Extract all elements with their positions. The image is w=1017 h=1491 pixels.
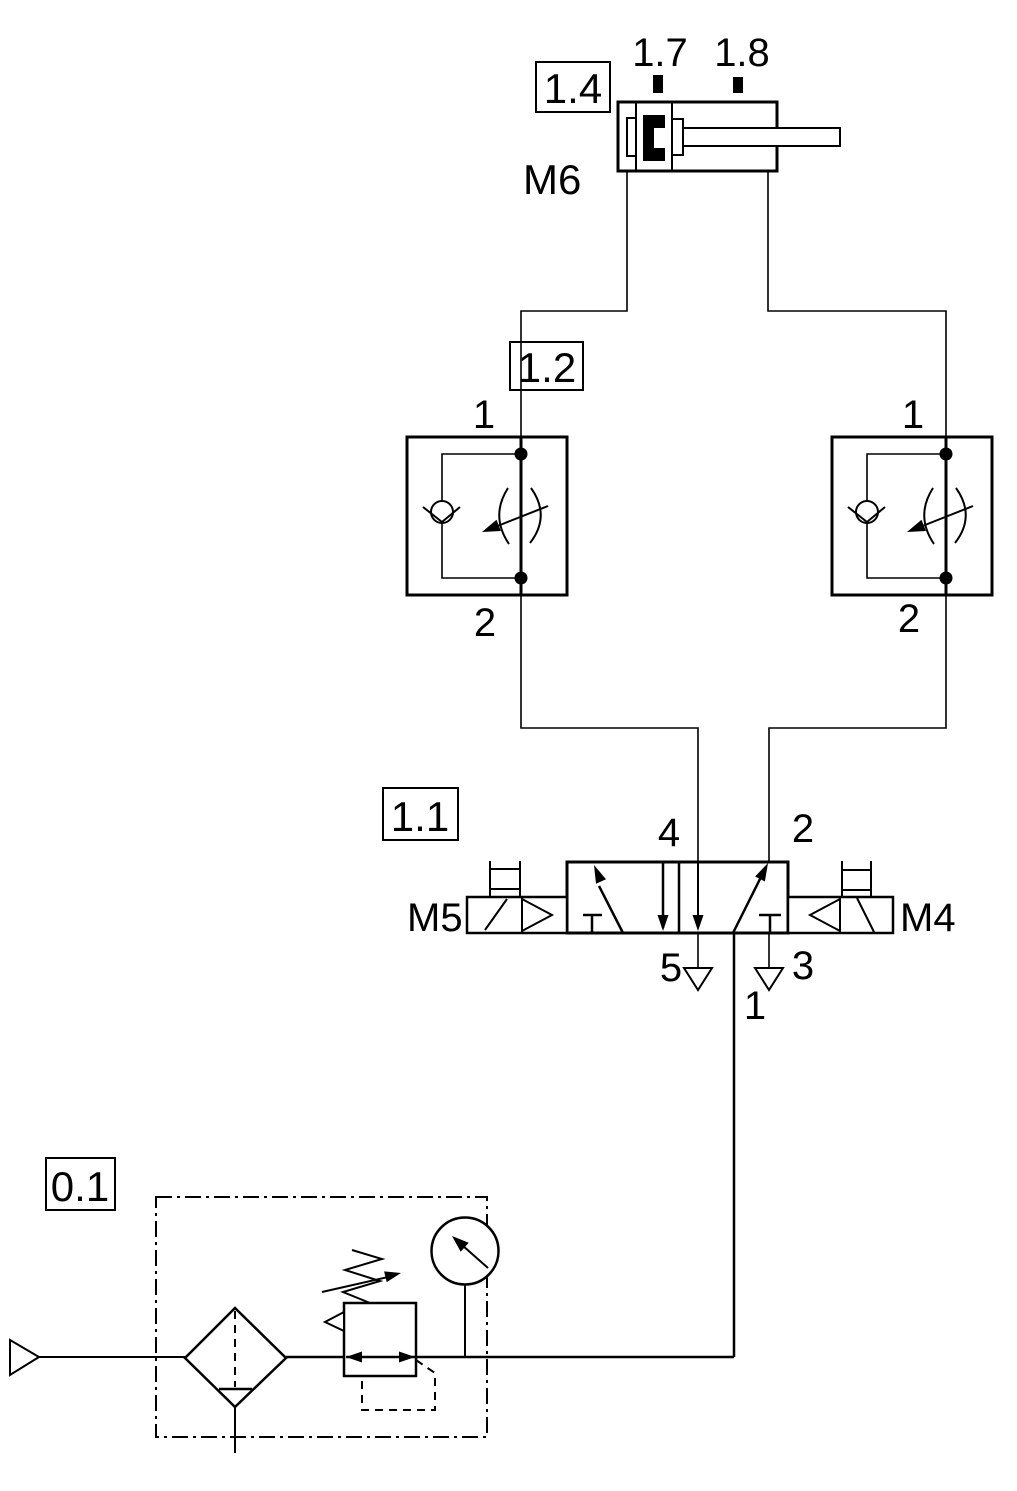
piston-seal xyxy=(643,115,665,161)
valve-port2-label: 2 xyxy=(792,807,814,851)
solenoid-left-label: M5 xyxy=(407,896,463,940)
gauge-dial[interactable] xyxy=(430,1216,500,1286)
flow-arrowhead-2-3 xyxy=(657,915,669,931)
regulator-spring xyxy=(339,1249,386,1304)
valve-port1-label: 1 xyxy=(744,984,766,1028)
adjust-arrow-shaft xyxy=(321,1276,389,1293)
adjust-arrowhead xyxy=(384,1271,401,1283)
check-valve-seat-right xyxy=(847,506,886,524)
solenoid-left-box[interactable] xyxy=(465,895,569,935)
sensor-right-tick[interactable] xyxy=(733,77,743,93)
fcv-left-port2-label: 2 xyxy=(474,601,496,645)
cylinder-id-label: 1.4 xyxy=(544,65,602,112)
junction-dot xyxy=(514,571,528,585)
junction-dot xyxy=(514,447,528,461)
fcv-right-port1-label: 1 xyxy=(902,393,924,437)
pressure-regulator[interactable] xyxy=(321,1249,436,1411)
cylinder-id-box xyxy=(535,61,611,113)
throttle-arc-right-a xyxy=(923,487,935,545)
blocked-port-T-left xyxy=(583,913,602,933)
regulator-body[interactable] xyxy=(342,1301,418,1378)
service-unit-boundary xyxy=(155,1196,488,1438)
solenoid-right-label: M4 xyxy=(900,896,956,940)
tube-cylinder-left xyxy=(520,171,628,437)
valve-id-tag: 1.1 xyxy=(382,787,459,841)
flow-path-1-4 xyxy=(597,885,625,934)
service-unit-id-tag: 0.1 xyxy=(45,1157,116,1211)
junction-dot xyxy=(939,571,953,585)
junction-dot xyxy=(939,447,953,461)
cylinder-name-label: M6 xyxy=(523,156,581,203)
flow-control-valve-right[interactable]: 1 2 xyxy=(830,393,994,641)
air-service-unit[interactable] xyxy=(9,1196,734,1453)
fcv-id-box xyxy=(509,341,584,391)
throttle-adjust-arrowhead-left xyxy=(482,519,501,532)
solenoid-right-coil-stroke xyxy=(856,897,875,933)
solenoid-left-coil-stroke xyxy=(484,898,508,931)
flow-arrowhead-1-2 xyxy=(755,863,768,882)
cylinder-id-tag: 1.4 xyxy=(535,61,611,113)
pilot-triangle-right xyxy=(807,897,841,933)
pilot-triangle-left xyxy=(521,897,555,933)
sensor-left-label: 1.7 xyxy=(632,31,688,75)
flow-arrowhead-1-4 xyxy=(594,865,606,884)
service-unit-id-label: 0.1 xyxy=(51,1163,109,1210)
throttle-arc-left-a xyxy=(498,487,510,545)
exhaust-silencer-3 xyxy=(753,967,785,992)
throttle-adjust-shaft-left xyxy=(494,505,549,528)
valve-id-label: 1.1 xyxy=(391,793,449,840)
fcv-left-port1-label: 1 xyxy=(473,393,495,437)
valve-port3-label: 3 xyxy=(792,944,814,988)
valve-port4-label: 4 xyxy=(658,811,680,855)
check-valve-ball-left xyxy=(430,500,454,524)
relief-triangle xyxy=(322,1310,345,1333)
valve-52[interactable]: 4 2 5 3 1 M5 M4 xyxy=(407,807,956,1028)
sensor-right-label: 1.8 xyxy=(714,31,770,75)
cylinder-cushion-rect xyxy=(626,117,637,157)
flow-control-valve-left[interactable]: 1 2 xyxy=(405,393,569,645)
exhaust-silencer-5 xyxy=(682,967,714,992)
pilot-sense-line xyxy=(361,1359,436,1411)
pressure-gauge[interactable] xyxy=(430,1216,500,1358)
cylinder-sensors: 1.7 1.8 xyxy=(632,31,770,93)
air-source-triangle[interactable] xyxy=(9,1338,41,1377)
valve-id-box xyxy=(382,787,459,841)
solenoid-right[interactable] xyxy=(786,861,895,935)
throttle-adjust-arrowhead-right xyxy=(907,519,926,532)
sensor-left-tick[interactable] xyxy=(653,75,663,93)
tube-fcv-left-to-port4 xyxy=(520,595,699,862)
service-unit-id-box xyxy=(45,1157,116,1211)
piston-rod[interactable] xyxy=(682,127,841,147)
gauge-needle-head xyxy=(452,1236,469,1252)
fcv-id-tag: 1.2 xyxy=(509,341,584,391)
piston-rod-hub xyxy=(671,118,684,156)
solenoid-left[interactable] xyxy=(465,861,569,935)
regulator-arrowhead-right xyxy=(399,1351,415,1363)
tube-fcv-right-to-port2 xyxy=(768,595,947,862)
blocked-port-T-right xyxy=(759,913,781,933)
tube-cylinder-right xyxy=(767,171,947,437)
throttle-arc-right-b xyxy=(954,487,967,544)
throttle-arc-left-b xyxy=(529,487,542,544)
filter[interactable] xyxy=(183,1306,288,1453)
valve-port5-label: 5 xyxy=(660,946,682,990)
manual-override-left[interactable] xyxy=(489,861,521,897)
fcv-id-label: 1.2 xyxy=(518,344,576,391)
check-valve-seat-left xyxy=(422,506,461,524)
throttle-adjust-shaft-right xyxy=(919,505,974,528)
flow-arrowhead-4-5 xyxy=(692,915,704,931)
fcv-right-port2-label: 2 xyxy=(898,597,920,641)
flow-path-1-2 xyxy=(731,874,764,934)
check-valve-ball-right xyxy=(855,500,879,524)
cylinder[interactable] xyxy=(616,100,841,173)
regulator-arrowhead-left xyxy=(346,1351,362,1363)
manual-override-right[interactable] xyxy=(841,861,872,897)
gauge-needle xyxy=(461,1244,489,1269)
tubing-lines xyxy=(520,171,947,1357)
